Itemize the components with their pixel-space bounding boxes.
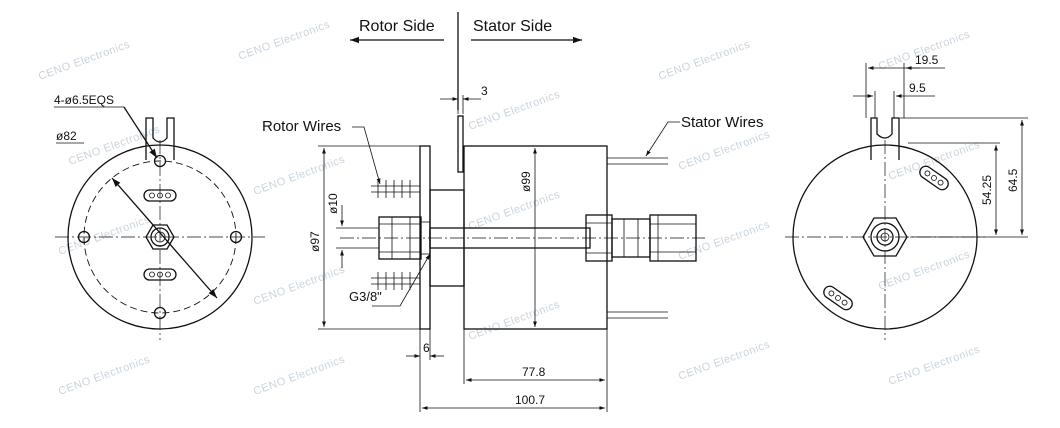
watermark: CENO Electronics <box>252 353 347 397</box>
rear-view: 19.5 9.5 54.25 64.5 <box>785 53 1028 340</box>
watermark: CENO Electronics <box>467 298 562 342</box>
watermark: CENO Electronics <box>677 128 772 172</box>
mounting-hole <box>229 230 243 244</box>
dim-64-5: 64.5 <box>1006 168 1020 192</box>
mounting-hole <box>153 306 167 320</box>
thread-label: G3/8" <box>349 289 382 304</box>
stator-wires-label: Stator Wires <box>681 114 764 131</box>
dim-99: ø99 <box>519 171 533 192</box>
rear-mounting-tab <box>870 117 900 160</box>
rear-fitting-bore <box>876 228 894 246</box>
dim-100-7: 100.7 <box>515 393 545 407</box>
dim-9-5: 9.5 <box>909 81 926 95</box>
rear-fitting-ring <box>870 222 900 252</box>
watermarks: CENO Electronics CENO Electronics CENO E… <box>37 18 982 397</box>
bolt-circle-label: ø82 <box>56 129 77 143</box>
watermark: CENO Electronics <box>37 38 132 82</box>
rotor-wires-label: Rotor Wires <box>262 118 341 135</box>
rotor-side-label: Rotor Side <box>359 18 435 35</box>
front-view: 4-ø6.5EQS ø82 <box>54 93 265 340</box>
watermark: CENO Electronics <box>677 338 772 382</box>
dim-10: ø10 <box>326 193 340 214</box>
holes-label: 4-ø6.5EQS <box>54 93 114 107</box>
watermark: CENO Electronics <box>57 353 152 397</box>
rotor-wires-leader <box>352 126 381 185</box>
holes-leader-arrow <box>123 106 158 159</box>
dim-19-5: 19.5 <box>915 53 939 67</box>
stator-wires-leader <box>645 121 680 157</box>
rear-wire-exit <box>823 285 853 311</box>
side-view: Rotor Wires Stator Wires G3/8" 3 ø97 ø10… <box>262 84 764 412</box>
stator-side-label: Stator Side <box>473 18 552 35</box>
dim-97: ø97 <box>308 231 322 252</box>
watermark: CENO Electronics <box>237 18 332 62</box>
watermark: CENO Electronics <box>252 153 347 197</box>
dim-54-25: 54.25 <box>980 175 994 205</box>
dim-3: 3 <box>481 84 488 98</box>
bolt-circle-dimension <box>111 177 218 299</box>
stator-body <box>463 145 608 330</box>
stator-end-fitting <box>649 214 697 262</box>
mounting-hole <box>153 154 167 168</box>
side-indicator: Rotor Side Stator Side <box>350 12 582 110</box>
rear-wire-exit <box>919 165 949 191</box>
watermark: CENO Electronics <box>657 38 752 82</box>
watermark: CENO Electronics <box>252 263 347 307</box>
watermark: CENO Electronics <box>887 343 982 387</box>
watermark: CENO Electronics <box>887 138 982 182</box>
rear-hex-nut <box>862 217 908 257</box>
watermark: CENO Electronics <box>57 213 152 257</box>
dim-6: 6 <box>423 341 430 355</box>
dim-77-8: 77.8 <box>522 365 546 379</box>
watermark: CENO Electronics <box>467 188 562 232</box>
watermark: CENO Electronics <box>877 248 972 292</box>
mounting-hole <box>77 230 91 244</box>
mounting-tab-side <box>457 115 464 173</box>
thread-leader <box>372 253 431 307</box>
watermark: CENO Electronics <box>677 218 772 262</box>
